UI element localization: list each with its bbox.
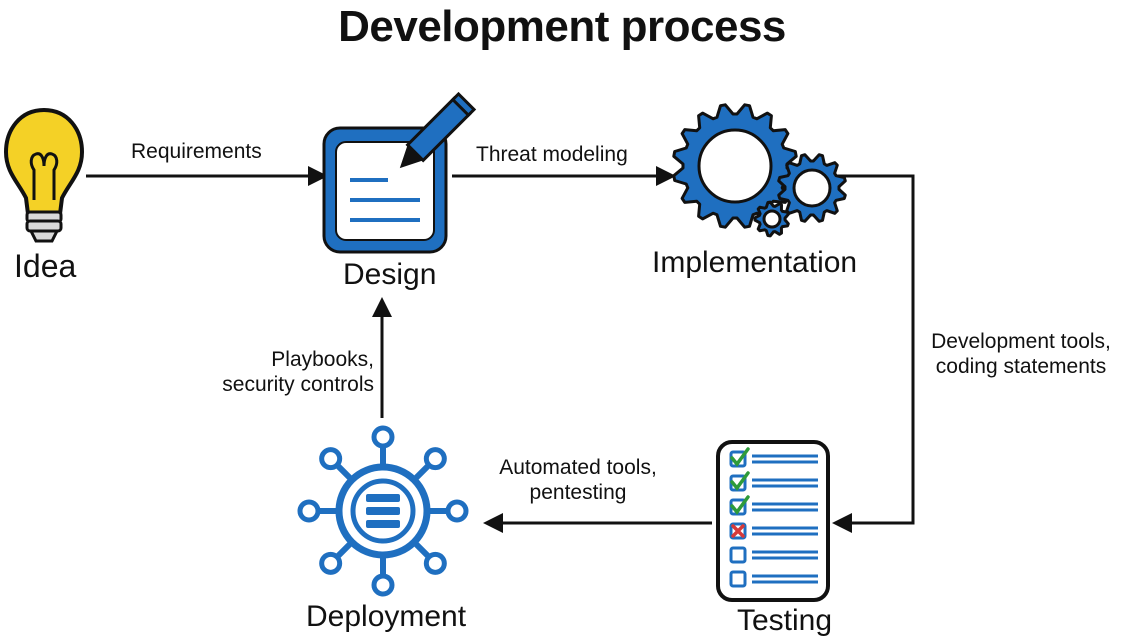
edge-label-playbooks: Playbooks, security controls [186, 347, 374, 397]
arrowhead-design-bottom [372, 297, 392, 317]
edge-label-automated-tools: Automated tools, pentesting [480, 455, 676, 505]
edge-label-automated-tools-line1: Automated tools, [499, 456, 657, 479]
edge-label-development-tools-line2: coding statements [935, 355, 1107, 378]
edge-label-playbooks-line1: Playbooks, [271, 348, 374, 371]
document-pencil-icon [322, 91, 477, 254]
arrowhead-design [308, 166, 328, 186]
node-label-deployment: Deployment [306, 600, 467, 633]
arrowhead-deployment [483, 513, 503, 533]
light-bulb-icon [3, 107, 85, 243]
edge-label-development-tools: Development tools, coding statements [918, 329, 1124, 379]
edge-label-threat-modeling: Threat modeling [476, 143, 628, 166]
arrow-implementation-to-testing [838, 174, 915, 525]
edge-label-requirements: Requirements [131, 140, 262, 163]
edge-label-development-tools-line1: Development tools, [931, 330, 1111, 353]
diagram-title: Development process [338, 2, 786, 51]
connectors [86, 166, 915, 533]
node-label-testing: Testing [737, 604, 833, 637]
edge-label-automated-tools-line2: pentesting [529, 481, 627, 504]
node-label-idea: Idea [14, 248, 77, 284]
arrowhead-testing [832, 513, 852, 533]
arrowhead-implementation [656, 166, 676, 186]
node-label-design: Design [343, 258, 437, 291]
edge-label-playbooks-line2: security controls [222, 373, 374, 396]
gears-icon [672, 103, 847, 238]
checklist-icon [716, 440, 830, 602]
node-label-implementation: Implementation [652, 246, 858, 279]
hub-network-icon [297, 425, 469, 597]
